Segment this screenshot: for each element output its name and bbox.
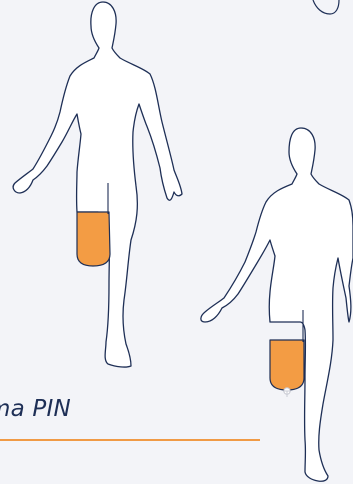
- pin-icon: [283, 388, 291, 397]
- figure-left-stump: [77, 212, 110, 266]
- caption-underline: [0, 439, 260, 441]
- figure-left: [13, 2, 182, 367]
- figure-right-body-outline: [201, 128, 353, 481]
- figure-left-body-outline: [13, 2, 182, 367]
- caption-text: ma PIN: [0, 396, 71, 422]
- partial-figure-hand: [313, 0, 339, 14]
- figure-right: [201, 128, 353, 481]
- figure-right-stump: [270, 340, 304, 390]
